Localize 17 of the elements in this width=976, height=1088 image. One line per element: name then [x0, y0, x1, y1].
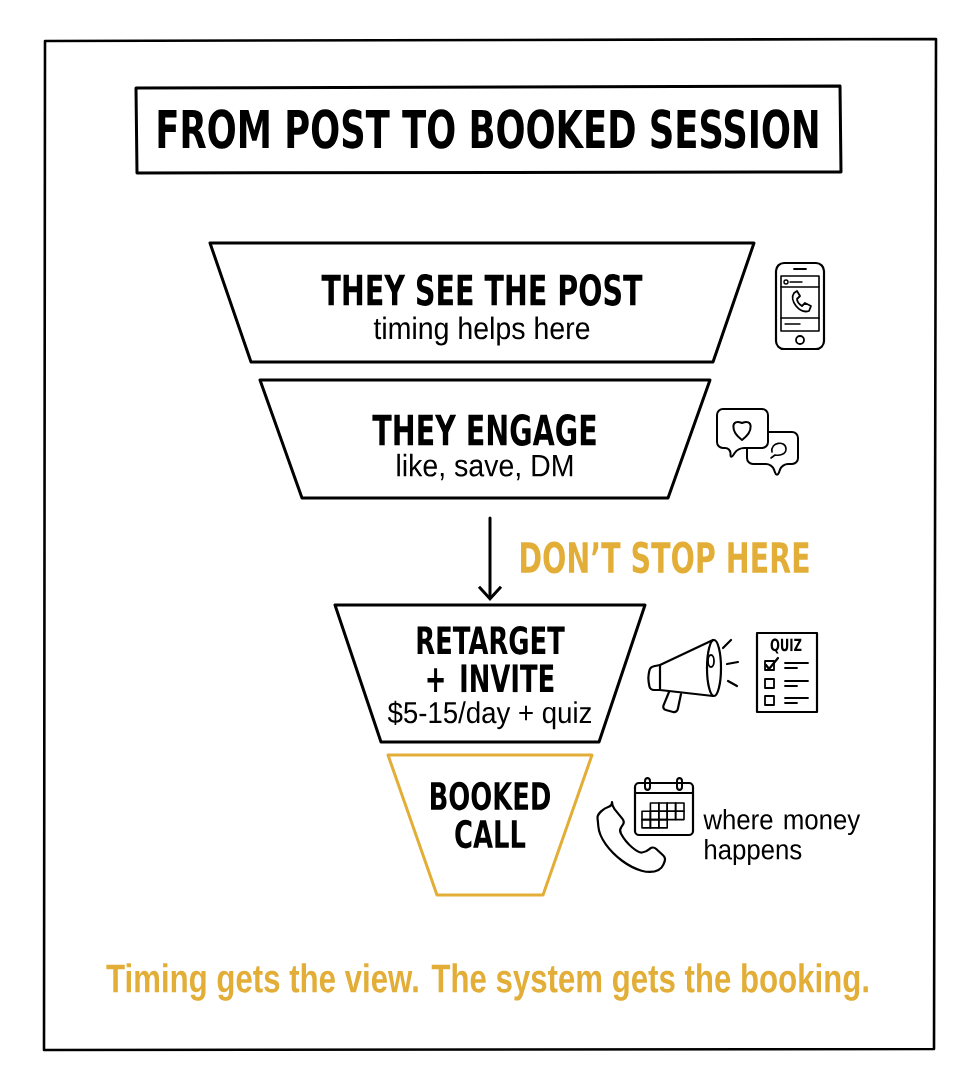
funnel-stage: [386, 753, 594, 897]
stage-note: like, save, DM: [397, 453, 573, 481]
caption: Timing gets the view. The system gets the booking.: [106, 963, 868, 1001]
stage-heading: THEY ENGAGE: [372, 414, 596, 446]
stage-heading: RETARGET + INVITE: [417, 625, 565, 693]
stage-note: timing helps here: [373, 316, 590, 346]
title-box: FROM POST TO BOOKED SESSION: [134, 84, 843, 175]
stage-note: $5-15/day + quiz: [387, 700, 591, 730]
funnel-stage: [333, 603, 647, 744]
sheet-title: QUIZ: [770, 638, 802, 654]
funnel-stage: [208, 241, 756, 364]
side-note: where money happens: [703, 808, 861, 866]
edge-label: DON’T STOP HERE: [521, 541, 809, 574]
stage-heading: BOOKED CALL: [431, 781, 550, 849]
funnel-stage: [258, 378, 712, 500]
stage-heading: THEY SEE THE POST: [321, 274, 643, 306]
arrow: [477, 516, 503, 601]
